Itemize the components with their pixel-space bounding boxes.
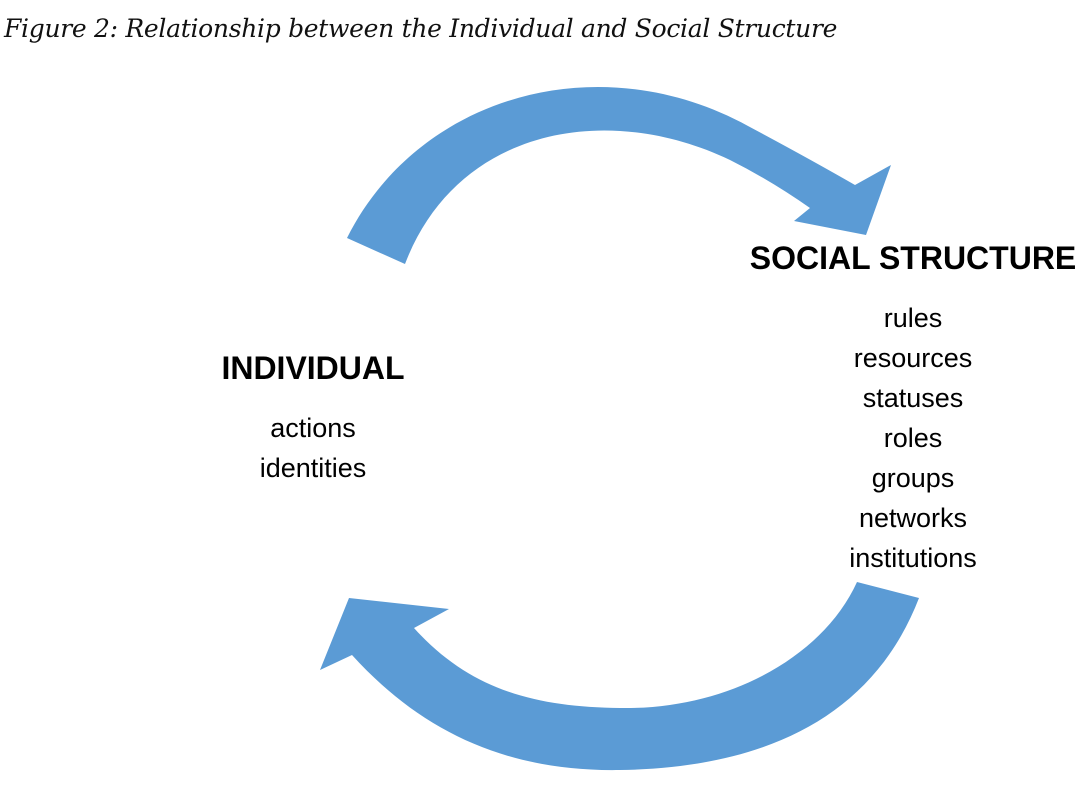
individual-item: actions	[270, 413, 356, 443]
figure-caption: Figure 2: Relationship between the Indiv…	[4, 14, 838, 43]
social-structure-item-list: rules resources statuses roles groups ne…	[745, 298, 1081, 578]
arrow-individual-to-social-structure	[347, 86, 891, 264]
social-structure-item: networks	[858, 503, 968, 533]
individual-item-list: actions identities	[183, 408, 443, 488]
social-structure-item: resources	[853, 343, 973, 373]
individual-node: INDIVIDUAL actions identities	[183, 348, 443, 488]
social-structure-item: roles	[883, 423, 943, 453]
social-structure-item: statuses	[862, 383, 964, 413]
social-structure-title: SOCIAL STRUCTURE	[749, 240, 1077, 276]
individual-title: INDIVIDUAL	[221, 350, 405, 386]
social-structure-item: rules	[883, 303, 943, 333]
social-structure-item: groups	[871, 463, 955, 493]
social-structure-item: institutions	[849, 543, 977, 573]
arrow-social-structure-to-individual	[320, 582, 919, 771]
individual-item: identities	[259, 453, 367, 483]
social-structure-node: SOCIAL STRUCTURE rules resources statuse…	[745, 238, 1081, 578]
